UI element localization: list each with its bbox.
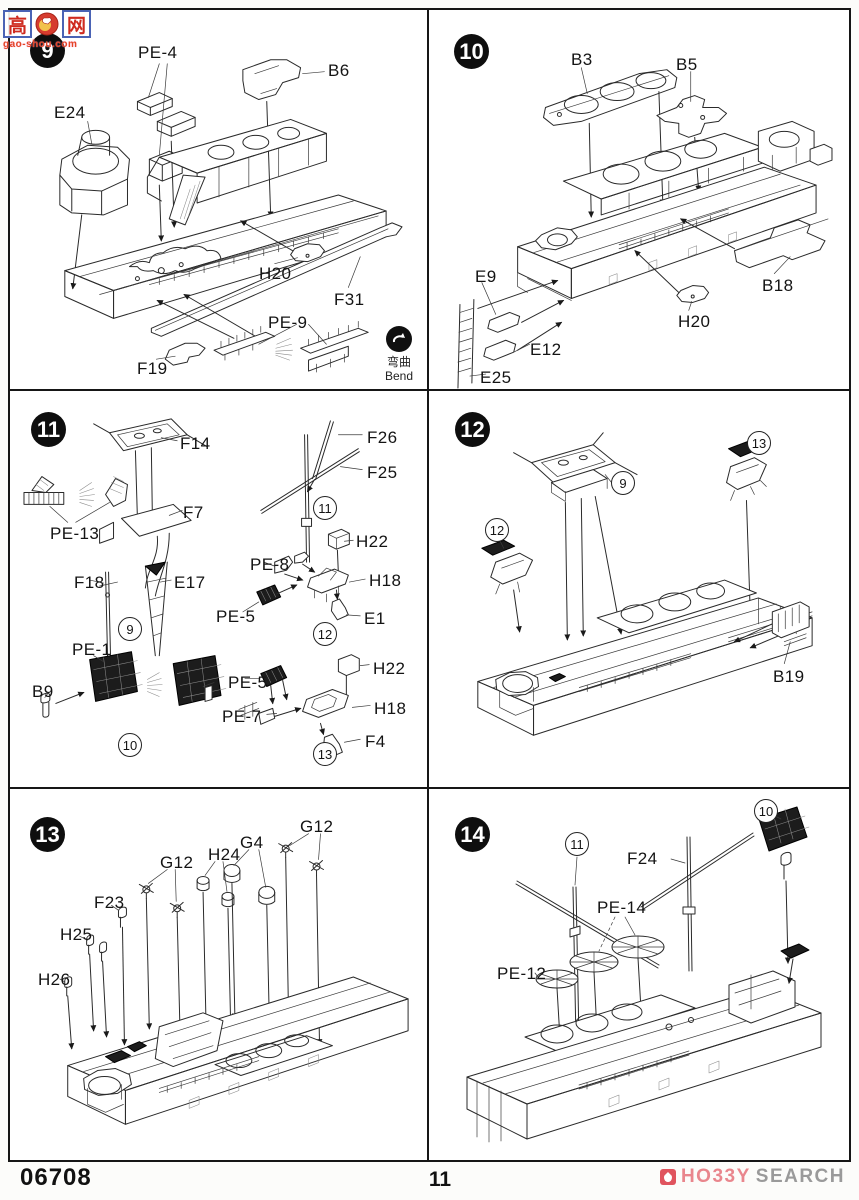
watermark-char-left: 高	[3, 10, 32, 38]
step-10-panel: 10	[429, 10, 849, 391]
step-number-badge: 9	[30, 33, 65, 68]
label-e24: E24	[54, 103, 86, 122]
panel-grid: 9	[8, 8, 851, 1162]
label-b19: B19	[773, 667, 805, 686]
step-number-badge: 11	[31, 412, 66, 447]
label-f4: F4	[365, 732, 386, 751]
step-12-illustration	[477, 432, 813, 736]
step-number-badge: 13	[30, 817, 65, 852]
label-pe-9: PE-9	[268, 313, 308, 332]
step-number-badge: 12	[455, 412, 490, 447]
step-13-illustration	[59, 833, 409, 1125]
hobby-search-mark-icon	[659, 1169, 676, 1185]
label-e9: E9	[475, 267, 497, 286]
step-11-illustration	[23, 418, 371, 758]
label-f14: F14	[180, 434, 211, 453]
aa-gun-parts	[64, 842, 324, 997]
watermark-domain: gao-shou.com	[3, 39, 78, 50]
logo-text-secondary: SEARCH	[755, 1166, 845, 1187]
watermark: 高 网 gao-shou.com	[3, 10, 103, 50]
kit-number: 06708	[20, 1164, 92, 1191]
bend-note: 弯曲 Bend	[369, 326, 427, 383]
label-f7: F7	[183, 503, 204, 522]
label-h18: H18	[369, 571, 402, 590]
label-h20: H20	[259, 264, 292, 283]
label-pe-5b: PE-5	[228, 673, 268, 692]
label-pe-7: PE-7	[222, 707, 262, 726]
label-g12-b: G12	[160, 853, 194, 872]
label-f25: F25	[367, 463, 398, 482]
label-h18b: H18	[374, 699, 407, 718]
bend-icon	[386, 326, 412, 352]
step-14-illustration	[466, 806, 822, 1143]
radar-dish-parts	[535, 935, 665, 1040]
label-h26: H26	[38, 970, 71, 989]
label-f24: F24	[627, 849, 658, 868]
label-b5: B5	[676, 55, 698, 74]
ref-circle-9: 9	[611, 471, 635, 495]
label-h24: H24	[208, 845, 241, 864]
label-g4: G4	[240, 833, 264, 852]
ref-circle-9: 9	[118, 617, 142, 641]
label-b6: B6	[328, 61, 350, 80]
step-13-panel: 13	[10, 789, 429, 1160]
label-pe-14: PE-14	[597, 898, 647, 917]
label-f19: F19	[137, 359, 168, 378]
page-number: 11	[428, 1168, 452, 1191]
ref-circle-12: 12	[485, 518, 509, 542]
label-pe-4: PE-4	[138, 43, 178, 62]
label-e1: E1	[364, 609, 386, 628]
label-h20: H20	[678, 312, 711, 331]
label-h22b: H22	[373, 659, 406, 678]
ref-circle-10: 10	[118, 733, 142, 757]
label-b18: B18	[762, 276, 794, 295]
logo-text-primary: HO33Y	[680, 1166, 751, 1187]
label-pe-8: PE-8	[250, 555, 290, 574]
label-g12-a: G12	[300, 817, 334, 836]
step-11-panel: 11	[10, 391, 429, 789]
label-pe-12: PE-12	[497, 964, 547, 983]
label-e12: E12	[530, 340, 562, 359]
bend-note-zh: 弯曲	[386, 355, 411, 369]
label-b9: B9	[32, 682, 54, 701]
ref-circle-11: 11	[313, 496, 337, 520]
label-e25: E25	[480, 368, 512, 387]
watermark-char-right: 网	[62, 10, 91, 38]
step-14-panel: 14	[429, 789, 849, 1160]
hobby-search-logo: HO33Y SEARCH	[659, 1166, 845, 1188]
step-number-badge: 10	[454, 34, 489, 69]
label-e17: E17	[174, 573, 206, 592]
step-9-panel: 9	[10, 10, 429, 391]
ref-circle-10: 10	[754, 799, 778, 823]
step-9-illustration	[59, 59, 403, 373]
bend-note-en: Bend	[384, 369, 414, 383]
label-f31: F31	[334, 290, 365, 309]
step-10-illustration	[457, 67, 833, 389]
ref-circle-11: 11	[565, 832, 589, 856]
label-pe-1: PE-1	[72, 640, 112, 659]
ref-circle-13: 13	[313, 742, 337, 766]
label-f23: F23	[94, 893, 125, 912]
watermark-mascot-icon	[35, 12, 59, 36]
label-h22: H22	[356, 532, 389, 551]
ref-circle-13: 13	[747, 431, 771, 455]
label-pe-5: PE-5	[216, 607, 256, 626]
label-h25: H25	[60, 925, 93, 944]
ref-circle-12: 12	[313, 622, 337, 646]
step-12-panel: 12	[429, 391, 849, 789]
step-number-badge: 14	[455, 817, 490, 852]
label-f18: F18	[74, 573, 105, 592]
label-pe-13: PE-13	[50, 524, 100, 543]
label-b3: B3	[571, 50, 593, 69]
label-f26: F26	[367, 428, 398, 447]
